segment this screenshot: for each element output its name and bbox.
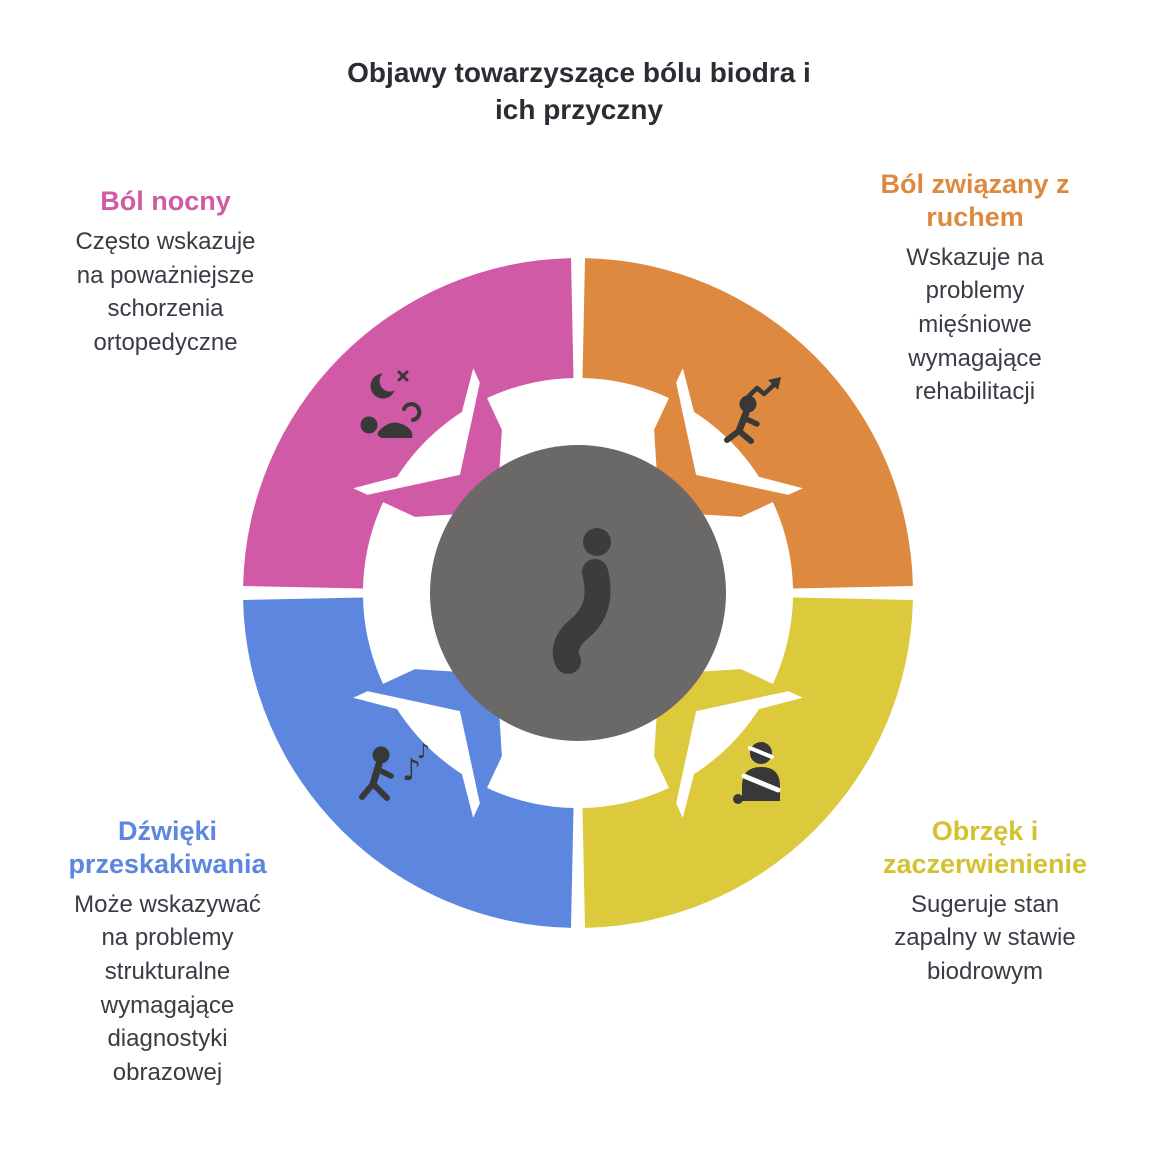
callout-movement-pain-description: Wskazuje na problemy mięśniowe wymagając… <box>906 243 1044 406</box>
segment-night-pain <box>243 258 574 589</box>
callout-swelling-redness-label: Obrzęk i zaczerwienienie <box>882 816 1088 879</box>
arrow-movement-pain <box>654 382 789 517</box>
callout-clicking-sounds-label: Dźwięki przeskakiwania <box>68 816 267 879</box>
callout-night-pain-label: Ból nocny <box>100 186 231 216</box>
segment-movement-pain <box>582 258 913 589</box>
callout-clicking-sounds: Dźwięki przeskakiwania Może wskazywać na… <box>25 815 310 1089</box>
walking-person-notes-icon: ♪ ♪ <box>359 739 430 801</box>
svg-text:♪: ♪ <box>402 753 421 788</box>
callout-swelling-redness-description: Sugeruje stan zapalny w stawie biodrowym <box>894 890 1076 986</box>
center-hub-circle <box>430 445 726 741</box>
diagram-title: Objawy towarzyszące bólu biodra i ich pr… <box>347 57 811 125</box>
callout-clicking-sounds-description: Może wskazywać na problemy strukturalne … <box>74 890 261 1086</box>
segment-swelling-redness <box>582 597 913 928</box>
arrow-swelling-redness <box>654 669 789 804</box>
callout-swelling-redness: Obrzęk i zaczerwienienie Sugeruje stan z… <box>845 815 1125 989</box>
svg-text:♪: ♪ <box>417 739 430 763</box>
segment-clicking-sounds <box>243 597 574 928</box>
callout-night-pain: Ból nocny Często wskazuje na poważniejsz… <box>28 185 303 359</box>
person-hip-pain-icon <box>552 528 611 674</box>
callout-night-pain-description: Często wskazuje na poważniejsze schorzen… <box>75 227 256 356</box>
bandaged-person-icon <box>733 742 781 804</box>
arrow-clicking-sounds <box>367 669 502 804</box>
exercising-person-arrow-icon <box>724 377 781 444</box>
sleeping-person-moon-icon <box>360 370 422 438</box>
callout-movement-pain-label: Ból związany z ruchem <box>880 169 1070 232</box>
arrow-night-pain <box>367 382 502 517</box>
callout-movement-pain: Ból związany z ruchem Wskazuje na proble… <box>852 168 1098 409</box>
